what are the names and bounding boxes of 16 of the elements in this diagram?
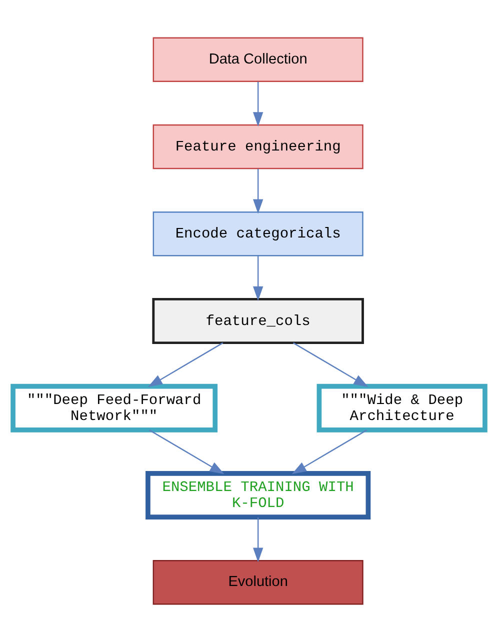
node-box: Feature engineering — [152, 124, 364, 169]
node-box: feature_cols — [152, 298, 364, 344]
node-box: """Deep Feed-Forward Network""" — [10, 383, 218, 432]
arrow — [252, 516, 264, 562]
arrow — [148, 342, 224, 387]
node-box: ENSEMBLE TRAINING WITH K-FOLD — [146, 470, 371, 519]
arrow — [252, 256, 264, 300]
node-box: Encode categoricals — [152, 210, 364, 256]
arrow — [252, 168, 264, 214]
node-box: Evolution — [152, 560, 364, 604]
node-box: Data Collection — [152, 36, 364, 82]
arrow — [149, 429, 224, 474]
arrow — [292, 429, 368, 474]
arrow — [293, 342, 368, 387]
node-box: """Wide & Deep Architecture — [316, 383, 488, 432]
arrow — [252, 81, 264, 126]
